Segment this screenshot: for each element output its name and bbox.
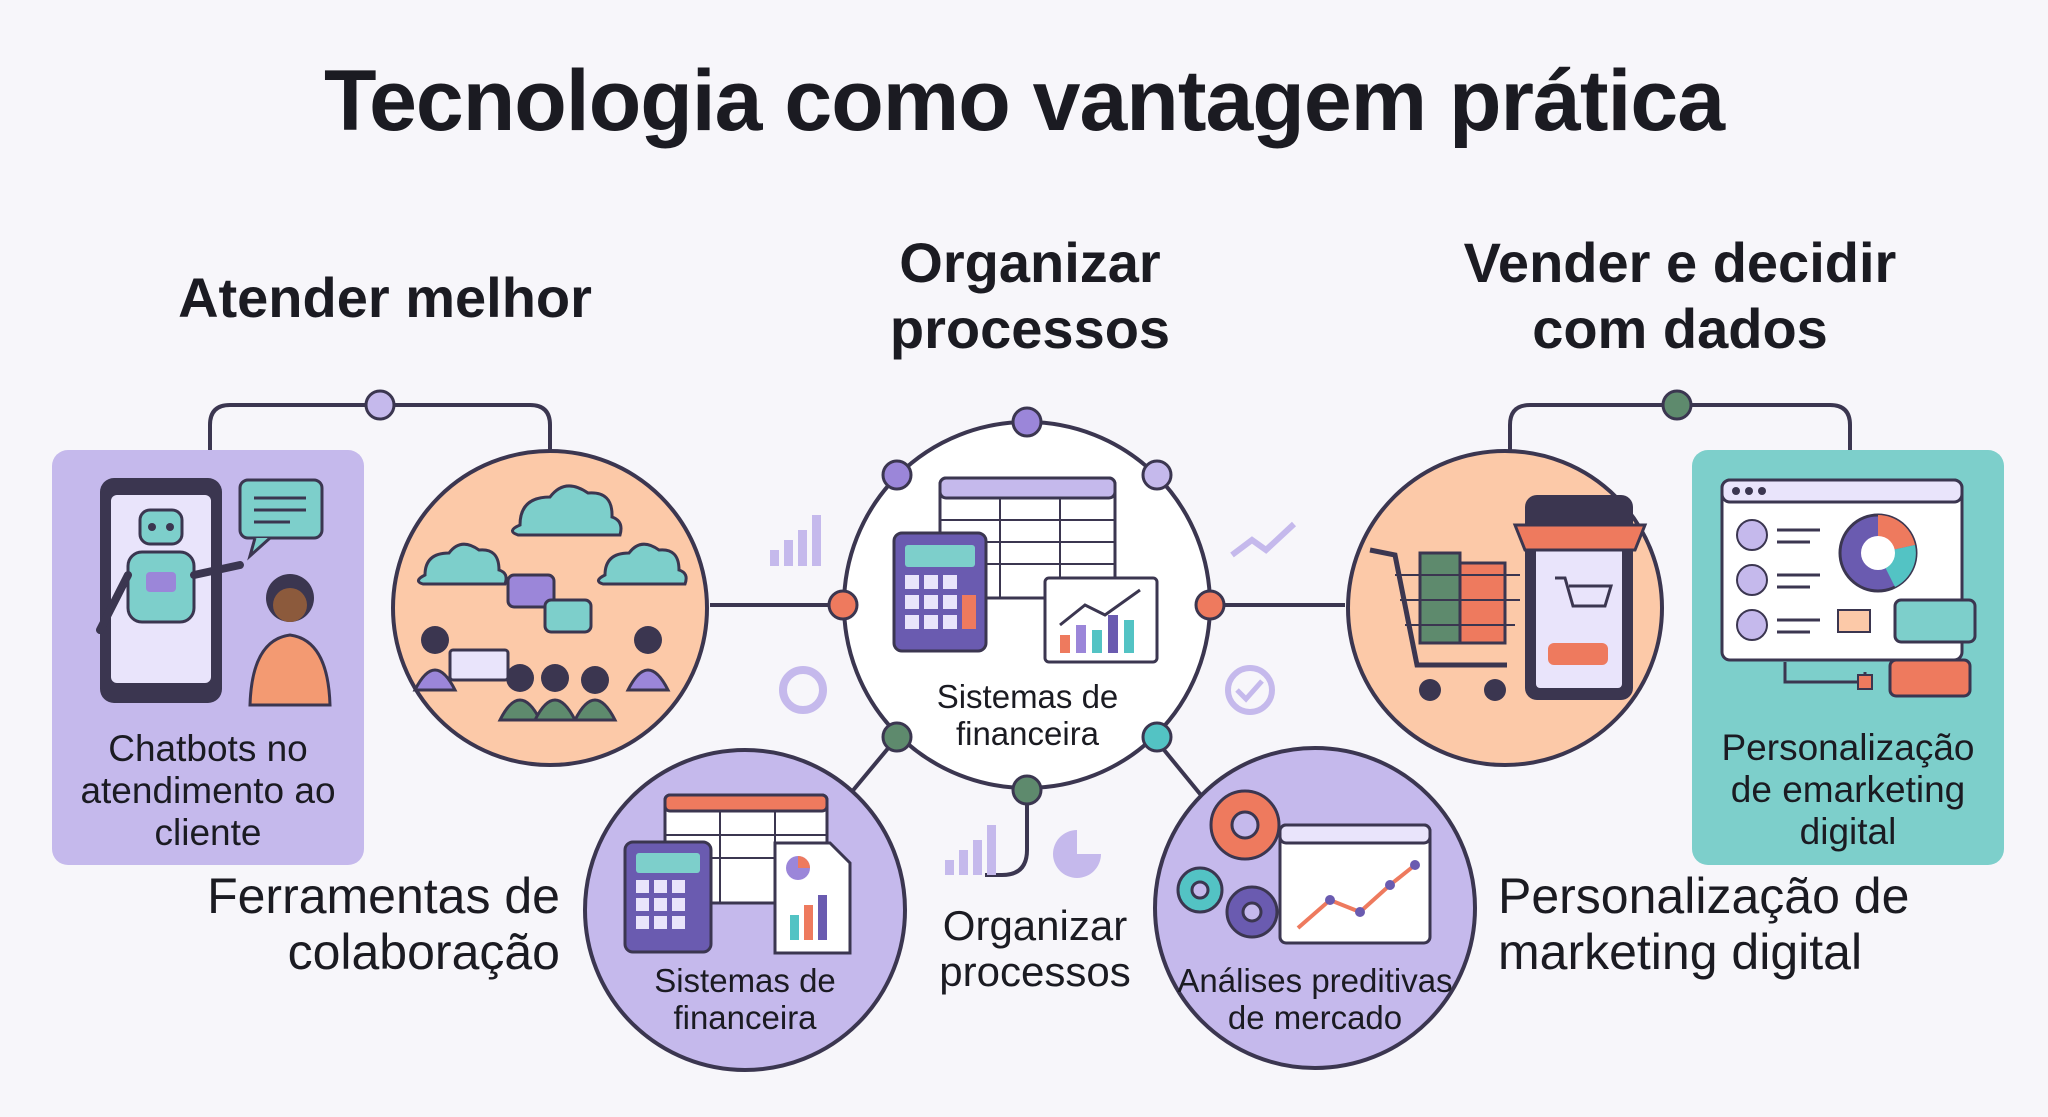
chatbot-card-text: Chatbots no atendimento ao cliente <box>80 728 336 853</box>
heading-atender-melhor: Atender melhor <box>178 266 592 329</box>
cloud-network-icon <box>412 484 688 722</box>
phone-robot-icon <box>96 478 244 703</box>
heading-organizar-processos: Organizar processos <box>889 231 1171 360</box>
speech-bubble-icon <box>238 478 324 561</box>
gears-chart-icon <box>1176 789 1432 945</box>
personalization-card-text: Personalização de emarketing digital <box>1721 727 1975 852</box>
label-ferramentas-colaboracao: Ferramentas de colaboração <box>207 868 560 980</box>
page-title: Tecnologia como vantagem prática <box>323 53 1725 149</box>
label-organizar-processos: Organizar processos <box>939 902 1131 995</box>
woman-person-icon <box>248 574 332 707</box>
spreadsheet-calculator-icon <box>892 476 1159 664</box>
predictive-circle-text: Análises preditivas de mercado <box>1177 962 1453 1036</box>
shopping-cart-phone-icon <box>1369 495 1648 701</box>
dashboard-chat-icon <box>1720 478 1977 698</box>
hub-circle-text: Sistemas de financeira <box>936 678 1119 752</box>
label-personalizacao-marketing: Personalização de marketing digital <box>1498 868 1910 980</box>
heading-vender-decidir: Vender e decidir com dados <box>1463 231 1897 360</box>
decorative-icons <box>770 515 1297 878</box>
finance-spreadsheet-icon <box>623 793 852 955</box>
connector-nodes <box>364 389 1693 806</box>
finance-circle-text: Sistemas de financeira <box>654 962 836 1036</box>
